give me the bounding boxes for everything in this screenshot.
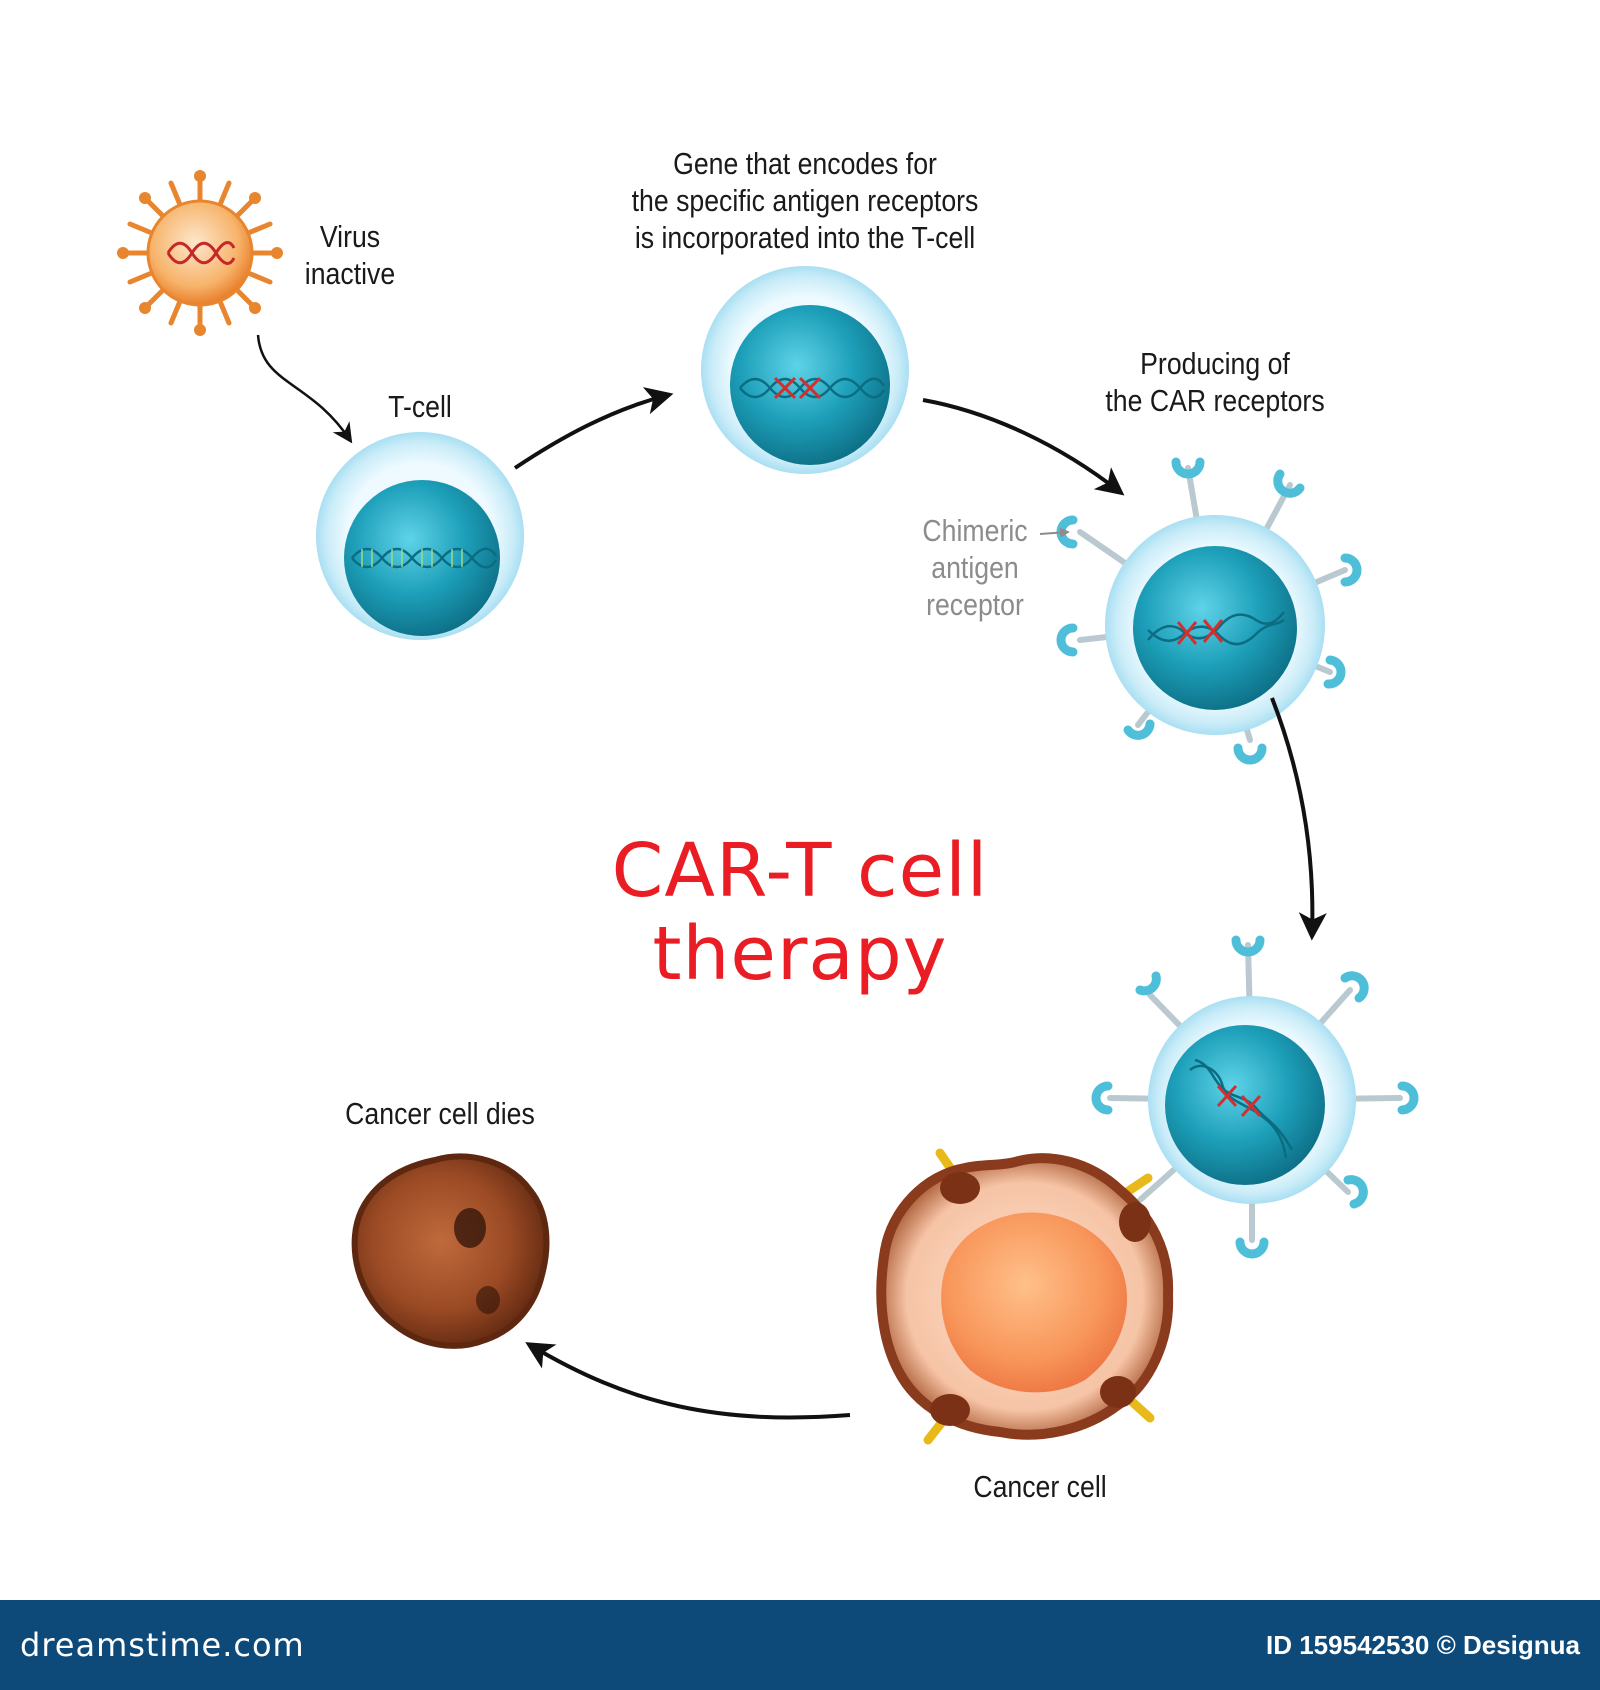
diagram-title: CAR-T cell therapy [560,830,1040,996]
footer-brand: dreamstime.com [20,1626,305,1664]
car-tcell-icon [1056,457,1362,765]
gene-label-line2: the specific antigen receptors [631,183,979,219]
chimeric-label-line1: Chimeric [922,513,1028,548]
chimeric-label-line3: receptor [926,587,1024,623]
diagram-title-line2: therapy [652,910,948,997]
tcell-icon [316,432,524,640]
arrow-cancer-to-dead [525,1342,851,1420]
chimeric-label-line2: antigen [931,550,1019,586]
chimeric-label: Chimeric antigen receptor [893,512,1056,624]
virus-label: Virus inactive [281,218,419,292]
virus-icon [117,170,283,336]
binding-car-tcell-icon [1091,935,1419,1259]
cancer-cell-label: Cancer cell [973,1469,1107,1504]
footer-image-id: ID 159542530 © Designua [1266,1630,1580,1660]
arrow-engineered-to-car [922,398,1125,496]
diagram-title-line1: CAR-T cell [611,828,989,914]
cancer-dies-label: Cancer cell dies [345,1096,535,1131]
arrow-virus-to-tcell [256,334,353,444]
producing-label-line2: the CAR receptors [1105,383,1325,419]
gene-label-line3: is incorporated into the T-cell [634,220,976,256]
dead-cancer-cell-icon [351,1153,550,1349]
tcell-label: T-cell [388,389,452,424]
cancer-cell-icon [876,1148,1174,1445]
arrow-car-to-binding [1270,697,1327,941]
gene-label-line1: Gene that encodes for [673,146,937,181]
virus-label-line2: inactive [304,256,396,292]
footer-bar: dreamstime.com ID 159542530 © Designua [0,1600,1600,1690]
producing-label-line1: Producing of [1140,346,1290,381]
arrow-tcell-to-engineered [513,387,674,470]
engineered-tcell-icon [701,266,909,474]
chimeric-pointer [1039,527,1070,538]
producing-label: Producing of the CAR receptors [1082,345,1349,419]
virus-label-line1: Virus [319,219,381,254]
gene-label: Gene that encodes for the specific antig… [586,145,1025,257]
